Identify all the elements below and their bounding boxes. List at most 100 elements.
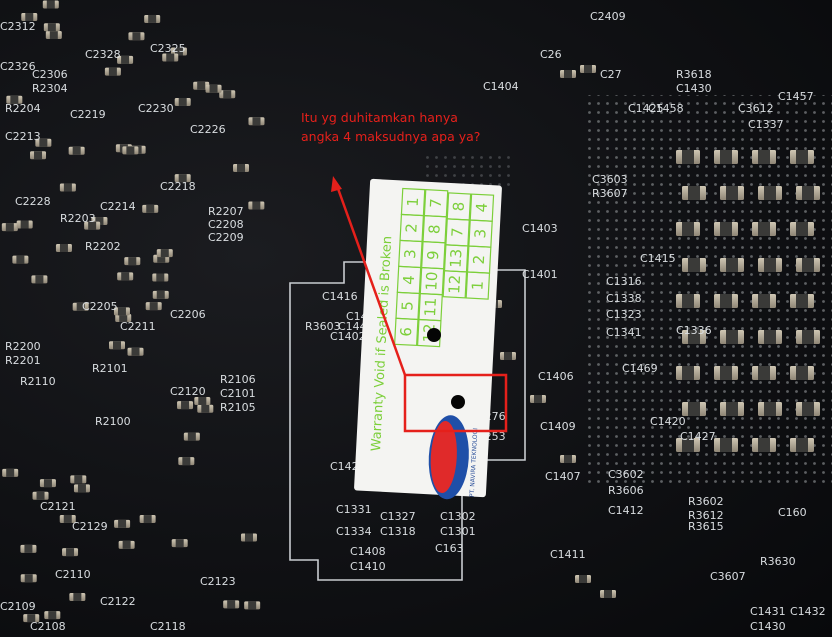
warranty-sticker: Warranty Void if Sealed is Broken 654321…: [354, 178, 502, 500]
sticker-cell: [469, 193, 495, 222]
silkscreen-label: R3607: [592, 187, 628, 200]
silkscreen-label: R2202: [85, 240, 121, 253]
smd-part: [530, 395, 546, 403]
smd-part: [122, 146, 139, 155]
silkscreen-label: C3603: [592, 173, 628, 186]
silkscreen-label: C3607: [710, 570, 746, 583]
silkscreen-label: C1420: [650, 415, 686, 428]
silkscreen-label: C1469: [622, 362, 658, 375]
silkscreen-label: C2326: [0, 60, 36, 73]
arrow-head: [331, 176, 342, 192]
smd-part: [796, 402, 820, 416]
silkscreen-label: R2110: [20, 375, 56, 388]
smd-part: [42, 0, 59, 9]
annotation-text: Itu yg duhitamkan hanya angka 4 maksudny…: [301, 108, 480, 146]
smd-part: [790, 438, 814, 452]
silkscreen-label: C1337: [748, 118, 784, 131]
silkscreen-label: R2105: [220, 401, 256, 414]
sticker-cell-number: 1: [404, 197, 422, 207]
silkscreen-label: C1336: [676, 324, 712, 337]
sticker-company: PT. NAVIRA TEKNOLOGI: [469, 428, 480, 498]
smd-part: [248, 117, 265, 126]
smd-part: [676, 366, 700, 380]
smd-part: [124, 257, 141, 266]
silkscreen-label: C2122: [100, 595, 136, 608]
silkscreen-label: C2120: [170, 385, 206, 398]
silkscreen-label: C1415: [640, 252, 676, 265]
smd-part: [758, 186, 782, 200]
sticker-cell-number: 8: [450, 201, 468, 211]
silkscreen-label: C1425: [628, 102, 664, 115]
smd-part: [30, 151, 47, 160]
silkscreen-label: C26: [540, 48, 562, 61]
silkscreen-label: C2230: [138, 102, 174, 115]
smd-part: [109, 341, 126, 350]
silkscreen-label: C2109: [0, 600, 36, 613]
smd-part: [127, 347, 144, 356]
silkscreen-label: C160: [778, 506, 807, 519]
smd-part: [714, 366, 738, 380]
smd-part: [2, 468, 19, 477]
smd-part: [43, 23, 60, 32]
silkscreen-label: R2203: [60, 212, 96, 225]
smd-part: [796, 258, 820, 272]
smd-part: [676, 438, 700, 452]
smd-part: [73, 484, 90, 493]
sticker-cell-number: 5: [398, 301, 416, 311]
smd-part: [752, 222, 776, 236]
smd-part: [69, 592, 86, 601]
silkscreen-label: C1338: [606, 292, 642, 305]
silkscreen-label: R3603: [305, 320, 341, 333]
silkscreen-label: C1301: [440, 525, 476, 538]
smd-part: [752, 438, 776, 452]
sticker-cell-number: 9: [424, 250, 442, 260]
silkscreen-label: C2205: [82, 300, 118, 313]
smd-part: [1, 223, 18, 232]
smd-part: [790, 150, 814, 164]
silkscreen-label: R3615: [688, 520, 724, 533]
smd-part: [796, 330, 820, 344]
smd-part: [35, 138, 52, 147]
smd-part: [197, 404, 214, 413]
smd-part: [144, 14, 161, 23]
silkscreen-label: C1409: [540, 420, 576, 433]
sticker-logo-red: [430, 421, 457, 493]
smd-part: [170, 47, 187, 56]
sticker-cell-number: 4: [472, 202, 490, 212]
smd-part: [219, 90, 236, 99]
silkscreen-label: C2214: [100, 200, 136, 213]
silkscreen-label: C2218: [160, 180, 196, 193]
silkscreen-label: C1331: [336, 503, 372, 516]
silkscreen-label: C163: [435, 542, 464, 555]
smd-part: [223, 600, 240, 609]
marker-dot-lower: [451, 395, 465, 409]
smd-part: [720, 402, 744, 416]
smd-part: [174, 174, 191, 183]
smd-part: [117, 272, 134, 281]
sticker-cell-number: 11: [421, 297, 440, 317]
sticker-cell-number: 4: [400, 275, 418, 285]
silkscreen-label: C1430: [750, 620, 786, 633]
silkscreen-label: R2207: [208, 205, 244, 218]
smd-part: [682, 258, 706, 272]
sticker-cell-number: 8: [425, 224, 443, 234]
smd-part: [240, 533, 257, 542]
smd-part: [758, 258, 782, 272]
sticker-cell: [423, 189, 449, 218]
smd-part: [714, 294, 738, 308]
sticker-cell-number: 3: [401, 249, 419, 259]
silkscreen-label: C2208: [208, 218, 244, 231]
smd-part: [193, 81, 210, 90]
smd-part: [152, 290, 169, 299]
silkscreen-label: R2100: [95, 415, 131, 428]
smd-part: [31, 275, 48, 284]
silkscreen-label: C1407: [545, 470, 581, 483]
silkscreen-label: C2325: [150, 42, 186, 55]
sticker-cell-number: 2: [402, 223, 420, 233]
smd-part: [790, 294, 814, 308]
smd-part: [162, 53, 179, 62]
smd-part: [72, 302, 89, 311]
silkscreen-label: C2121: [40, 500, 76, 513]
silkscreen-label: R2200: [5, 340, 41, 353]
